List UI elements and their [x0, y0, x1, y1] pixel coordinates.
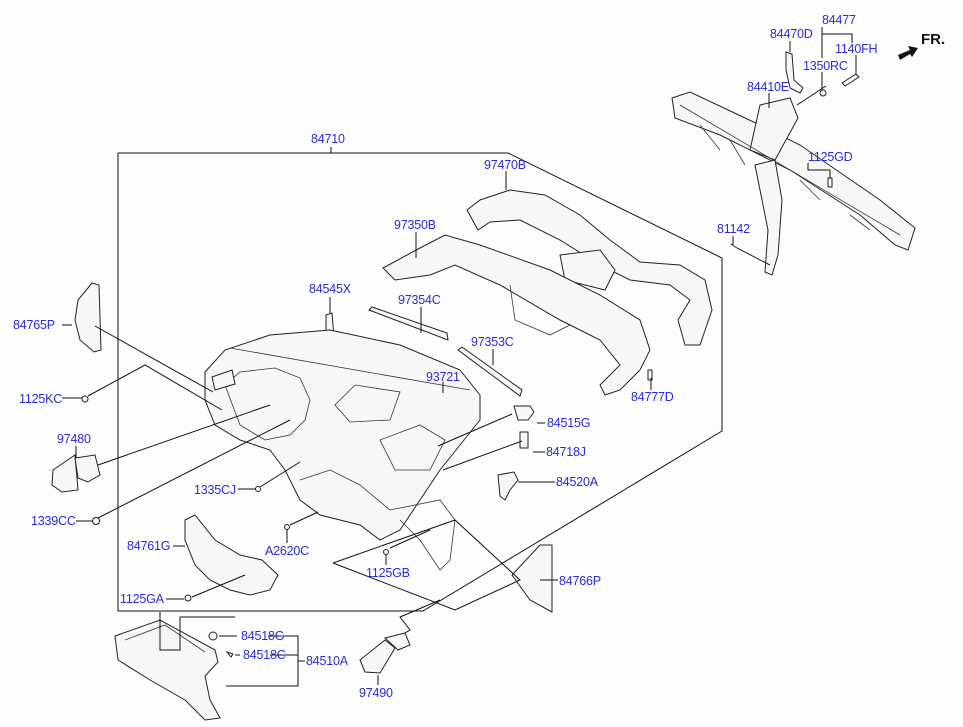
label-84510A[interactable]: 84510A [306, 654, 348, 668]
label-A2620C[interactable]: A2620C [265, 544, 309, 558]
crash-pad-main [204, 329, 481, 571]
label-84777D[interactable]: 84777D [631, 390, 674, 404]
front-direction-label: FR. [921, 31, 946, 48]
label-1339CC[interactable]: 1339CC [31, 514, 76, 528]
nut-1339CC [92, 517, 100, 525]
screw-1125KC [81, 395, 89, 403]
label-97480[interactable]: 97480 [57, 432, 91, 446]
center-vent-97490 [359, 632, 411, 674]
bolt-81142 [730, 243, 771, 266]
label-1125GB[interactable]: 1125GB [366, 566, 410, 580]
label-97354C[interactable]: 97354C [398, 293, 441, 307]
side-cover-84766P [511, 544, 553, 613]
label-97353C[interactable]: 97353C [471, 335, 514, 349]
screw-84777D [647, 369, 653, 381]
label-84718J[interactable]: 84718J [546, 445, 586, 459]
label-97350B[interactable]: 97350B [394, 218, 436, 232]
label-1335CJ[interactable]: 1335CJ [194, 483, 236, 497]
label-84766P[interactable]: 84766P [559, 574, 601, 588]
label-1140FH[interactable]: 1140FH [835, 42, 878, 56]
bracket-84520A [497, 471, 519, 501]
label-84518G[interactable]: 84518G [241, 629, 285, 643]
lower-panel-84761G [184, 514, 279, 596]
label-84410E[interactable]: 84410E [747, 80, 789, 94]
label-1125KC[interactable]: 1125KC [19, 392, 63, 406]
side-vent-97480 [51, 454, 101, 493]
label-84761G[interactable]: 84761G [127, 539, 171, 553]
label-84470D[interactable]: 84470D [770, 27, 813, 41]
label-84710[interactable]: 84710 [311, 132, 345, 146]
side-cover-84765P [74, 282, 102, 353]
label-1125GD[interactable]: 1125GD [808, 150, 853, 164]
screw-84518C [225, 650, 234, 658]
label-84515G[interactable]: 84515G [547, 416, 591, 430]
label-84477[interactable]: 84477 [822, 13, 856, 27]
glove-box-84510A [114, 619, 221, 721]
screw-1335CJ [255, 486, 261, 492]
label-84765P[interactable]: 84765P [13, 318, 55, 332]
bracket-84470D [785, 51, 804, 94]
assembly-outline [117, 152, 723, 612]
label-81142[interactable]: 81142 [717, 222, 750, 236]
front-arrow-icon [898, 46, 918, 60]
duct-97470B [466, 189, 713, 346]
label-84545X[interactable]: 84545X [309, 282, 351, 296]
bolt-1125GD [827, 177, 833, 188]
bolt-1125GA [184, 594, 192, 602]
clip-A2620C [284, 524, 290, 530]
label-84518C[interactable]: 84518C [243, 648, 286, 662]
bolt-1140FH [841, 73, 860, 87]
cowl-cross-bar [671, 91, 916, 276]
label-1125GA[interactable]: 1125GA [120, 592, 164, 606]
bracket-84515G [513, 405, 535, 421]
label-93721[interactable]: 93721 [426, 370, 460, 384]
stopper-84518G [208, 631, 218, 641]
label-1350RC[interactable]: 1350RC [803, 59, 848, 73]
duct-97350B [382, 234, 651, 396]
leader-lines [62, 27, 857, 687]
bolt-1125GB [383, 549, 389, 555]
garnish-97354C [368, 306, 449, 341]
label-84520A[interactable]: 84520A [556, 475, 598, 489]
nut-1350RC [819, 89, 827, 97]
label-97470B[interactable]: 97470B [484, 158, 526, 172]
label-97490[interactable]: 97490 [359, 686, 393, 700]
garnish-97353C [457, 346, 523, 397]
bracket-84718J [519, 431, 529, 449]
